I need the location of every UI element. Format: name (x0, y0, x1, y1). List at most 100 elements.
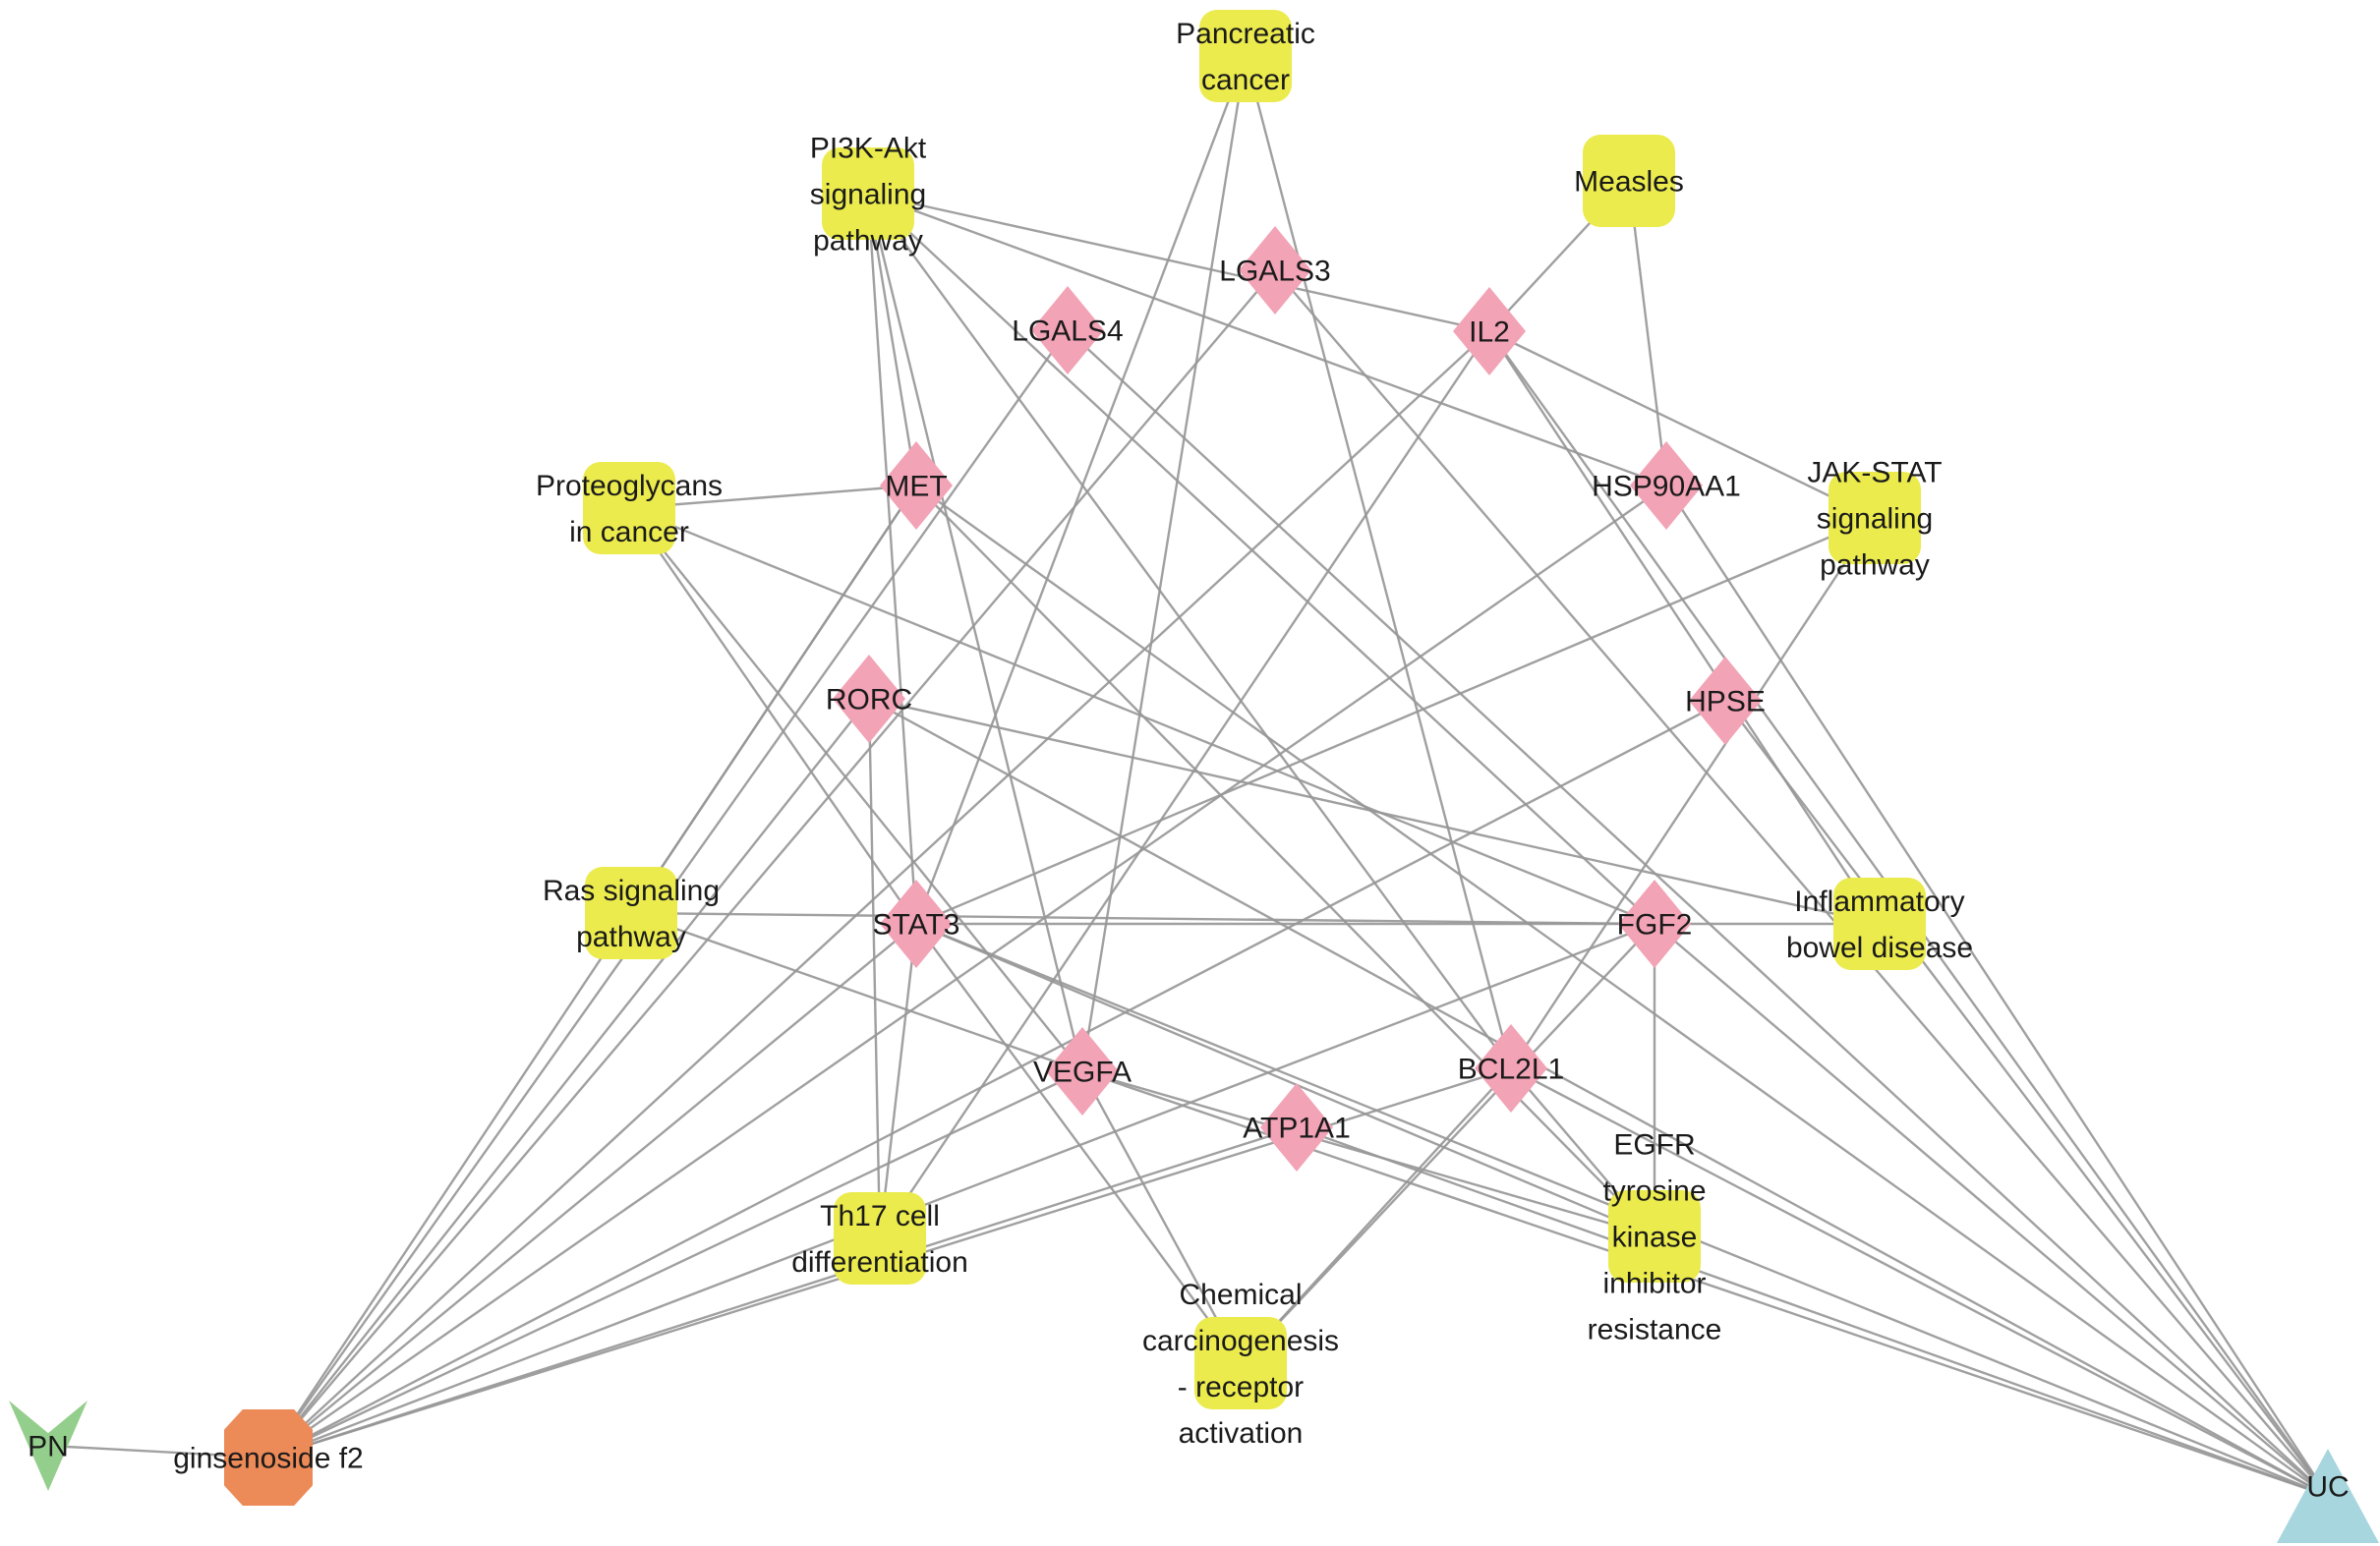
fgf2-label: FGF2 (1617, 909, 1693, 942)
edge-proteoglycans-met[interactable] (628, 484, 917, 510)
lgals4-label: LGALS4 (1012, 315, 1123, 348)
lgals3-label: LGALS3 (1219, 256, 1330, 288)
edge-ginsenoside-atp1a1[interactable] (267, 1125, 1298, 1460)
edge-uc-fgf2[interactable] (1654, 923, 2329, 1497)
edge-uc-met[interactable] (915, 485, 2329, 1497)
edge-uc-rorc[interactable] (868, 697, 2329, 1498)
ginsenoside-label: ginsenoside f2 (173, 1443, 363, 1475)
node-stat3[interactable] (880, 880, 953, 968)
node-ibd[interactable] (1833, 878, 1926, 970)
edge-ginsenoside-hpse[interactable] (267, 699, 1726, 1460)
edge-pi3k-stat3[interactable] (866, 193, 918, 925)
edge-ginsenoside-il2[interactable] (267, 330, 1490, 1459)
node-lgals4[interactable] (1031, 286, 1104, 374)
node-il2[interactable] (1453, 287, 1526, 375)
node-ginsenoside[interactable] (224, 1409, 313, 1506)
edge-proteoglycans-stat3[interactable] (628, 507, 917, 925)
edge-pancreatic-vegfa[interactable] (1080, 55, 1248, 1072)
edge-egfr_tki-met[interactable] (915, 485, 1655, 1237)
node-bcl2l1[interactable] (1475, 1024, 1547, 1113)
edge-uc-hpse[interactable] (1724, 700, 2329, 1497)
edge-uc-lgals3[interactable] (1274, 269, 2329, 1497)
node-vegfa[interactable] (1046, 1027, 1119, 1116)
edge-pancreatic-bcl2l1[interactable] (1244, 55, 1513, 1069)
node-fgf2[interactable] (1618, 880, 1691, 968)
edge-ras-fgf2[interactable] (630, 911, 1655, 926)
edge-pi3k-met[interactable] (866, 193, 918, 487)
node-measles[interactable] (1583, 135, 1675, 227)
vegfa-label: VEGFA (1033, 1057, 1132, 1089)
node-uc[interactable] (2277, 1449, 2379, 1543)
node-proteoglycans[interactable] (583, 462, 675, 554)
edge-chemcarc-stat3[interactable] (915, 923, 1242, 1364)
hpse-label: HPSE (1685, 686, 1766, 718)
edge-egfr_tki-stat3[interactable] (915, 922, 1655, 1238)
edge-th17-il2[interactable] (879, 330, 1490, 1239)
edge-jak_stat-bcl2l1[interactable] (1509, 517, 1877, 1069)
edge-proteoglycans-vegfa[interactable] (628, 507, 1083, 1072)
node-lgals3[interactable] (1239, 226, 1311, 315)
edge-uc-hsp90aa1[interactable] (1664, 485, 2330, 1497)
hsp90aa1-label: HSP90AA1 (1592, 471, 1741, 503)
edge-ginsenoside-rorc[interactable] (267, 698, 870, 1459)
edge-pi3k-il2[interactable] (867, 192, 1490, 333)
edge-pancreatic-stat3[interactable] (914, 55, 1248, 925)
edge-ginsenoside-hsp90aa1[interactable] (267, 485, 1667, 1459)
edge-jak_stat-il2[interactable] (1488, 329, 1876, 520)
stat3-label: STAT3 (873, 909, 960, 942)
edge-ibd-rorc[interactable] (868, 697, 1881, 926)
node-pi3k[interactable] (822, 147, 914, 240)
edge-th17-rorc[interactable] (867, 698, 882, 1239)
edge-egfr_tki-vegfa[interactable] (1081, 1069, 1655, 1238)
measles-label: Measles (1574, 166, 1684, 199)
edge-pi3k-hsp90aa1[interactable] (867, 192, 1667, 487)
met-label: MET (885, 471, 947, 503)
edge-uc-atp1a1[interactable] (1296, 1125, 2329, 1498)
edge-uc-lgals4[interactable] (1067, 329, 2329, 1497)
pn-label: PN (28, 1431, 69, 1463)
node-ras[interactable] (585, 867, 677, 959)
node-chemcarc[interactable] (1194, 1317, 1287, 1409)
node-th17[interactable] (834, 1192, 926, 1285)
uc-label: UC (2306, 1471, 2349, 1504)
edge-ras-vegfa[interactable] (630, 911, 1083, 1073)
edge-chemcarc-vegfa[interactable] (1080, 1070, 1243, 1364)
node-rorc[interactable] (833, 655, 905, 743)
node-pn[interactable] (9, 1401, 87, 1491)
edge-ginsenoside-vegfa[interactable] (267, 1069, 1083, 1460)
edge-pi3k-bcl2l1[interactable] (867, 193, 1512, 1069)
node-hpse[interactable] (1689, 657, 1762, 745)
nodes-layer (9, 10, 2379, 1543)
edge-ras-met[interactable] (630, 485, 917, 914)
node-pancreatic[interactable] (1199, 10, 1292, 102)
edge-ibd-il2[interactable] (1487, 330, 1882, 925)
edge-jak_stat-stat3[interactable] (915, 516, 1876, 926)
edge-uc-bcl2l1[interactable] (1510, 1066, 2329, 1498)
node-atp1a1[interactable] (1260, 1083, 1333, 1172)
node-jak_stat[interactable] (1829, 472, 1921, 564)
node-egfr_tki[interactable] (1608, 1190, 1701, 1283)
edge-th17-stat3[interactable] (878, 923, 918, 1239)
rorc-label: RORC (826, 684, 912, 716)
atp1a1-label: ATP1A1 (1243, 1113, 1351, 1145)
edge-chemcarc-fgf2[interactable] (1240, 923, 1655, 1364)
edge-ginsenoside-stat3[interactable] (267, 923, 917, 1459)
edge-pi3k-fgf2[interactable] (867, 193, 1655, 925)
bcl2l1-label: BCL2L1 (1458, 1054, 1564, 1086)
edge-ginsenoside-fgf2[interactable] (267, 922, 1655, 1460)
edge-measles-hsp90aa1[interactable] (1627, 180, 1668, 487)
node-hsp90aa1[interactable] (1630, 441, 1703, 530)
node-met[interactable] (880, 441, 953, 530)
edge-ginsenoside-lgals3[interactable] (267, 269, 1276, 1459)
